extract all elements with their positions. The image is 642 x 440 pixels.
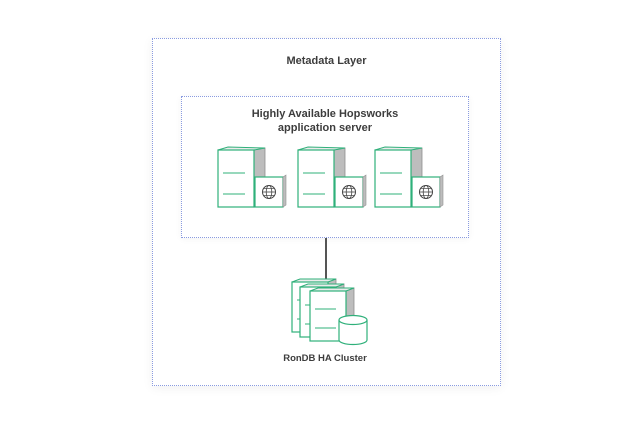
app-server-icon-3	[374, 146, 444, 208]
rondb-cluster-icon	[291, 278, 368, 346]
rondb-cluster-title: RonDB HA Cluster	[283, 353, 367, 364]
database-icon	[338, 314, 368, 346]
app-server-icon-1	[217, 146, 287, 208]
server-group-title: Highly Available Hopsworks application s…	[181, 107, 469, 135]
app-server-icon-2	[297, 146, 367, 208]
server-group-title-line1: Highly Available Hopsworks	[251, 108, 399, 120]
metadata-layer-title: Metadata Layer	[286, 55, 367, 67]
server-group-title-line2: application server	[277, 122, 373, 134]
